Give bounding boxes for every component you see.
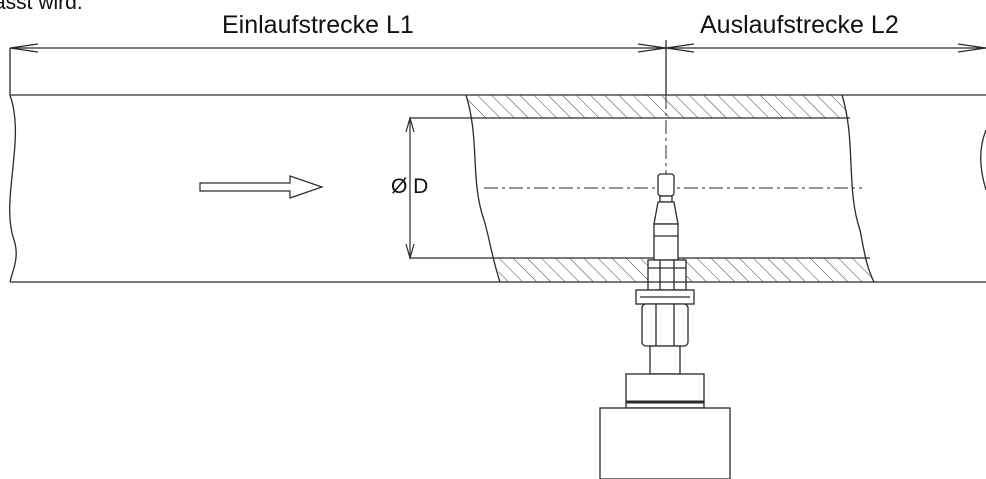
probe-shaft [653, 223, 679, 261]
sensor-housing [599, 407, 731, 479]
flow-direction-arrow-icon [199, 175, 324, 199]
inlet-section-label: Einlaufstrecke L1 [222, 11, 414, 39]
sensor-neck [649, 345, 681, 375]
lower-hex [641, 303, 689, 347]
sensor-assembly [599, 173, 731, 479]
probe-tip [657, 173, 675, 197]
pipe-break-right [980, 129, 986, 191]
diameter-label: Ø D [391, 175, 429, 198]
wall-hatch-top [466, 95, 848, 118]
diameter-dimension [405, 115, 415, 261]
mounting-nut [647, 259, 687, 291]
probe-cone [653, 201, 679, 225]
l1-left-arrow [9, 43, 39, 53]
pipe-break-left [9, 94, 17, 283]
section-break-left [465, 94, 501, 283]
l2-right-arrow [957, 43, 986, 53]
outlet-section-label: Auslaufstrecke L2 [700, 11, 899, 39]
section-break-right [841, 94, 875, 283]
caption-fragment: asst wird. [0, 0, 83, 14]
dimension-band [9, 40, 986, 95]
l2-left-arrow [665, 43, 695, 53]
